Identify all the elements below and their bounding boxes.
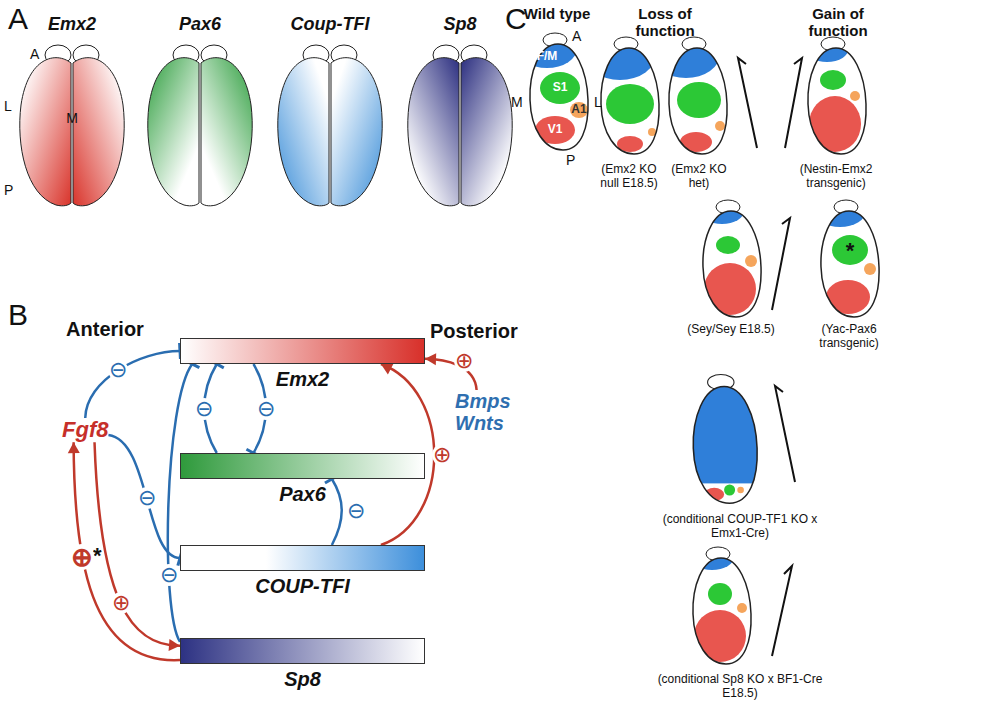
brain-pax6 [148,45,252,206]
arrow-head [68,442,80,453]
axis-label: L [594,94,602,110]
shift-lines [738,58,802,656]
signal-node: Bmps Wnts [455,390,527,434]
genotype-caption: (Yac-Pax6 transgenic) [799,322,899,351]
arrow-head [425,353,436,365]
panel-letter: A [8,2,28,37]
genotype-caption: (conditional Sp8 KO x BF1-Cre E18.5) [655,672,825,701]
axis-heading: Anterior [66,318,144,341]
panel-letter: B [8,298,28,333]
brain-coup [278,45,382,206]
edge-label: ⊖ [108,359,128,381]
axis-heading: Posterior [430,320,518,343]
area-label: V1 [548,123,563,137]
gradient-bar: Sp8 [180,638,425,664]
edge-label: ⊕ [454,350,474,372]
axis-label: A [572,28,581,44]
area-map-coup-ko [690,375,760,504]
gene-name: Emx2 [161,368,444,391]
genotype-caption: (Nestin-Emx2 transgenic) [786,162,886,191]
signal-name: Fgf8 [62,418,108,442]
edge-label: ⊖ [346,500,366,522]
column-header: Gain of function [793,6,883,39]
signal-name: Bmps Wnts [455,390,527,434]
genotype-caption: (Sey/Sey E18.5) [683,322,779,336]
gene-label: Sp8 [443,14,476,35]
signal-node: Fgf8 [62,418,108,442]
gradient-bar: Emx2 [180,338,425,364]
edge-label: ⊕ [111,592,131,614]
area-map-emx2-het [652,30,727,154]
gene-name: Sp8 [161,668,444,691]
column-header: Wild type [524,6,591,23]
inhibition-connector [85,351,180,418]
asterisk-note: * [93,543,102,568]
gene-name: Pax6 [161,483,444,506]
area-map-sp8-ko [690,544,751,664]
area-label: F/M [537,50,558,64]
gene-label: Coup-TFI [291,14,370,35]
area-label: A1 [571,103,586,117]
edge-label: ⊕ [70,544,94,570]
area-map-wt [517,28,588,150]
gradient-bar: COUP-TFI [180,545,425,571]
brain-sp8 [408,45,512,206]
inhibition-connector [332,479,342,545]
edge-label: ⊕ [432,444,452,466]
panel-letter: C [505,2,527,37]
asterisk-note: * [846,238,855,263]
genotype-caption: (conditional COUP-TF1 KO x Emx1-Cre) [655,512,825,541]
axis-label: A [30,46,39,62]
arrow-head [381,364,394,375]
area-map-sey [700,198,761,317]
genotype-caption: (Emx2 KO null E18.5) [595,162,663,191]
area-map-emx2-null [584,28,659,154]
axis-label: M [511,94,523,110]
column-header: Loss of function [620,6,710,39]
edge-label: ⊖ [137,487,157,509]
inhibition-connector [168,364,192,642]
axis-label: P [566,152,575,168]
edge-label: ⊖ [194,398,214,420]
axis-label: M [66,110,78,126]
axis-label: L [4,98,12,114]
gene-label: Pax6 [179,14,221,35]
gradient-bar: Pax6 [180,453,425,479]
edge-label: ⊖ [159,564,179,586]
edge-label: ⊖ [256,398,276,420]
gene-label: Emx2 [48,14,96,35]
brain-emx2 [20,45,124,206]
genotype-caption: (Emx2 KO het) [665,162,733,191]
area-map-nestin-emx2 [805,34,866,154]
area-label: S1 [553,81,568,95]
axis-label: P [4,182,13,198]
gene-name: COUP-TFI [161,575,444,598]
area-map-yac-pax6 [814,195,879,317]
